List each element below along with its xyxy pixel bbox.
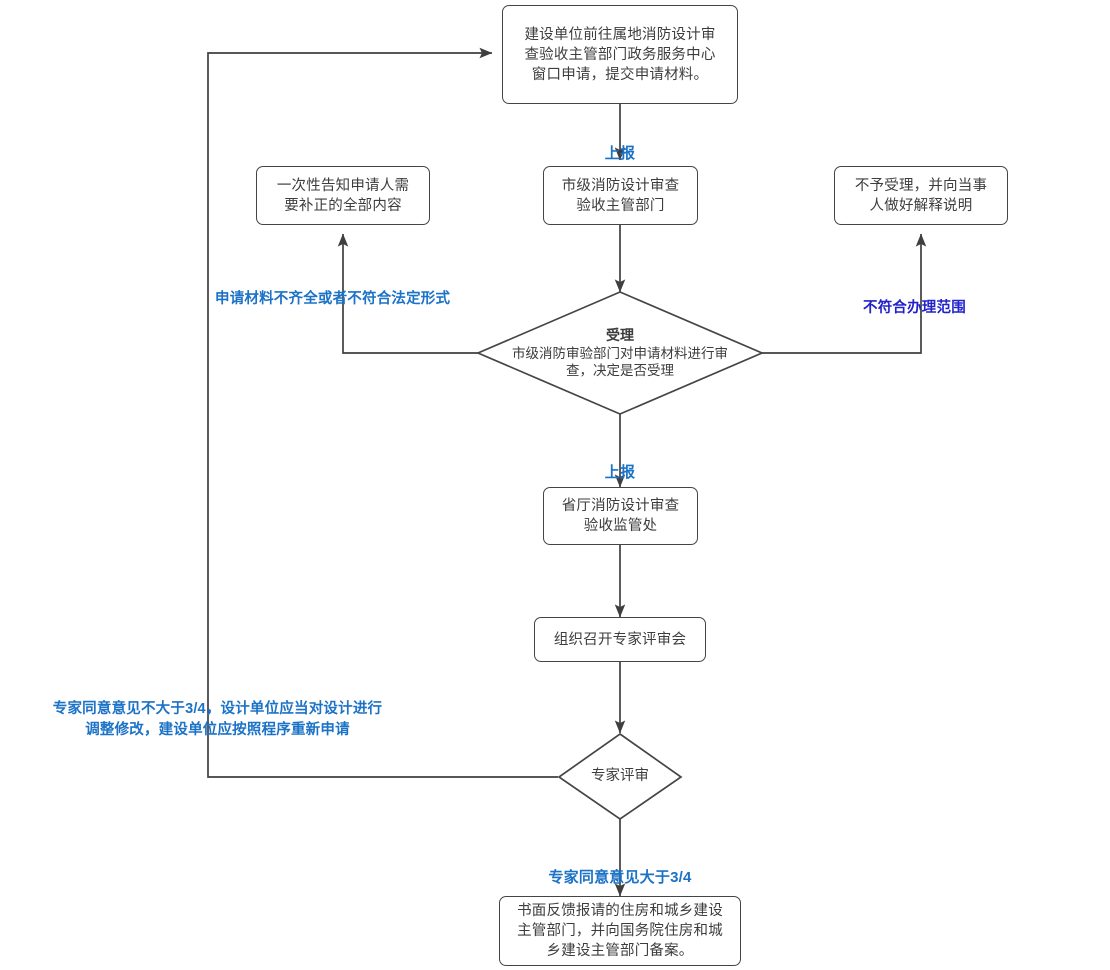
node-supplement-notice[interactable]: 一次性告知申请人需 要补正的全部内容 [256,166,430,225]
edge-label-out-of-scope: 不符合办理范围 [863,277,1023,319]
edge-label-materials-incomplete: 申请材料不齐全或者不符合法定形式 [215,268,515,310]
node-written-feedback[interactable]: 书面反馈报请的住房和城乡建设 主管部门，并向国务院住房和城 乡建设主管部门备案。 [499,896,741,966]
node-expert-review-decision[interactable]: 专家评审 [559,734,681,819]
node-supplement-notice-label: 一次性告知申请人需 要补正的全部内容 [276,177,410,214]
node-apply-label: 建设单位前往属地消防设计审 查验收主管部门政务服务中心 窗口申请，提交申请材料。 [524,26,716,83]
edge-label-report-to-province-text: 上报 [604,463,636,481]
diamond-acceptance-shape [475,291,765,415]
node-reject-notice-label: 不予受理，并向当事 人做好解释说明 [854,177,988,214]
node-acceptance-decision[interactable]: 受理 市级消防审验部门对申请材料进行审 查，决定是否受理 [478,292,762,414]
node-expert-meeting[interactable]: 组织召开专家评审会 [534,617,706,662]
edge-acceptance-to-supplement [337,233,478,354]
node-acceptance-decision-title: 受理 [606,326,634,343]
node-city-dept[interactable]: 市级消防设计审查 验收主管部门 [543,166,698,225]
edge-label-experts-agree: 专家同意意见大于3/4 [500,845,740,889]
edge-label-out-of-scope-text: 不符合办理范围 [863,300,966,317]
edge-label-report-to-city-text: 上报 [604,144,636,162]
edge-label-report-to-province: 上报 [570,440,670,484]
edge-label-report-to-city: 上报 [570,121,670,165]
node-city-dept-label: 市级消防设计审查 验收主管部门 [561,177,680,214]
node-expert-meeting-label: 组织召开专家评审会 [553,631,687,648]
node-reject-notice[interactable]: 不予受理，并向当事 人做好解释说明 [834,166,1008,225]
node-acceptance-decision-label: 市级消防审验部门对申请材料进行审 查，决定是否受理 [512,345,728,379]
edge-review-back-to-apply [207,47,558,778]
diamond-expert-review-shape [557,732,683,821]
edge-acceptance-to-reject [762,233,927,354]
node-apply[interactable]: 建设单位前往属地消防设计审 查验收主管部门政务服务中心 窗口申请，提交申请材料。 [502,5,738,104]
edge-label-experts-not-agree-text: 专家同意意见不大于3/4，设计单位应当对设计进行 调整修改，建设单位应按照程序重… [52,701,383,739]
node-expert-review-decision-label: 专家评审 [591,767,649,784]
node-province-dept[interactable]: 省厅消防设计审查 验收监管处 [543,487,698,545]
edge-label-materials-incomplete-text: 申请材料不齐全或者不符合法定形式 [215,291,451,308]
node-province-dept-label: 省厅消防设计审查 验收监管处 [561,498,680,534]
node-written-feedback-label: 书面反馈报请的住房和城乡建设 主管部门，并向国务院住房和城 乡建设主管部门备案。 [517,903,723,959]
edge-label-experts-not-agree: 专家同意意见不大于3/4，设计单位应当对设计进行 调整修改，建设单位应按照程序重… [25,678,410,741]
edge-label-experts-agree-text: 专家同意意见大于3/4 [548,868,692,886]
